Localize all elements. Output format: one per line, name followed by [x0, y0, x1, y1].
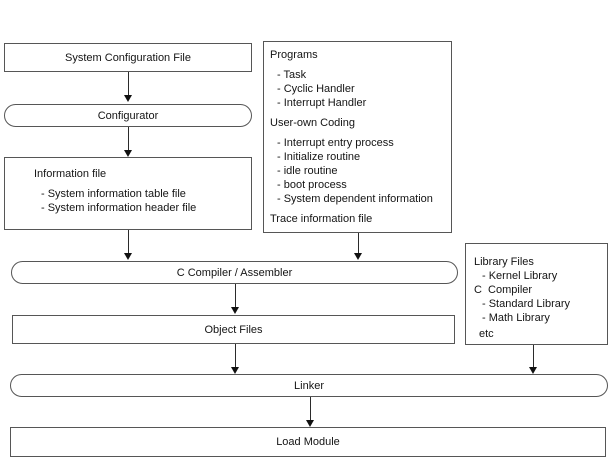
arrow-shaft [235, 284, 236, 308]
programs-subtitle: User-own Coding [270, 117, 355, 129]
arrow-sysconfig-to-configurator [124, 72, 133, 102]
box-programs: Programs - Task - Cyclic Handler - Inter… [263, 41, 452, 233]
library-files-item: - Kernel Library [482, 270, 558, 282]
programs-item: - Interrupt Handler [277, 97, 367, 109]
programs-user-item: - Initialize routine [277, 151, 361, 163]
arrow-head-icon [306, 420, 314, 427]
arrow-shaft [358, 233, 359, 254]
arrow-library-files-to-linker [529, 345, 538, 374]
arrow-head-icon [354, 253, 362, 260]
arrow-programs-to-compiler [354, 233, 363, 260]
arrow-head-icon [231, 367, 239, 374]
system-configuration-file-label: System Configuration File [65, 51, 191, 64]
arrow-head-icon [124, 95, 132, 102]
configurator-label: Configurator [97, 109, 159, 122]
programs-user-item: - Interrupt entry process [277, 137, 394, 149]
box-linker: Linker [10, 374, 608, 397]
programs-item: - Cyclic Handler [277, 83, 355, 95]
library-files-item: - Math Library [482, 312, 550, 324]
arrow-configurator-to-information-file [124, 127, 133, 157]
information-file-item: - System information header file [41, 202, 197, 214]
information-file-item: - System information table file [41, 188, 186, 200]
box-c-compiler-assembler: C Compiler / Assembler [11, 261, 458, 284]
programs-footer: Trace information file [270, 213, 373, 225]
c-compiler-assembler-label: C Compiler / Assembler [176, 266, 293, 279]
box-information-file: Information file - System information ta… [4, 157, 252, 230]
load-module-label: Load Module [276, 436, 340, 448]
programs-user-item: - System dependent information [277, 193, 433, 205]
linker-label: Linker [294, 379, 324, 392]
library-files-item: - Standard Library [482, 298, 571, 310]
programs-user-item: - boot process [277, 179, 347, 191]
arrow-shaft [310, 397, 311, 421]
box-load-module: Load Module [10, 427, 606, 457]
arrow-shaft [235, 344, 236, 368]
arrow-shaft [128, 230, 129, 254]
library-files-item: etc [479, 328, 494, 340]
box-object-files: Object Files [12, 315, 455, 344]
object-files-label: Object Files [204, 323, 263, 336]
box-system-configuration-file: System Configuration File [4, 43, 252, 72]
box-configurator: Configurator [4, 104, 252, 127]
arrow-shaft [533, 345, 534, 368]
programs-item: - Task [277, 69, 307, 81]
arrow-head-icon [529, 367, 537, 374]
arrow-compiler-to-object-files [231, 284, 240, 314]
arrow-head-icon [231, 307, 239, 314]
programs-user-item: - idle routine [277, 165, 338, 177]
library-files-title: Library Files [474, 256, 534, 268]
arrow-head-icon [124, 253, 132, 260]
arrow-linker-to-load-module [306, 397, 315, 427]
arrow-object-files-to-linker [231, 344, 240, 374]
arrow-shaft [128, 72, 129, 96]
arrow-information-file-to-compiler [124, 230, 133, 260]
programs-title: Programs [270, 49, 318, 61]
arrow-head-icon [124, 150, 132, 157]
library-files-item: C Compiler [474, 284, 533, 296]
box-library-files: Library Files - Kernel Library C Compile… [465, 243, 608, 345]
information-file-title: Information file [34, 168, 107, 180]
arrow-shaft [128, 127, 129, 151]
